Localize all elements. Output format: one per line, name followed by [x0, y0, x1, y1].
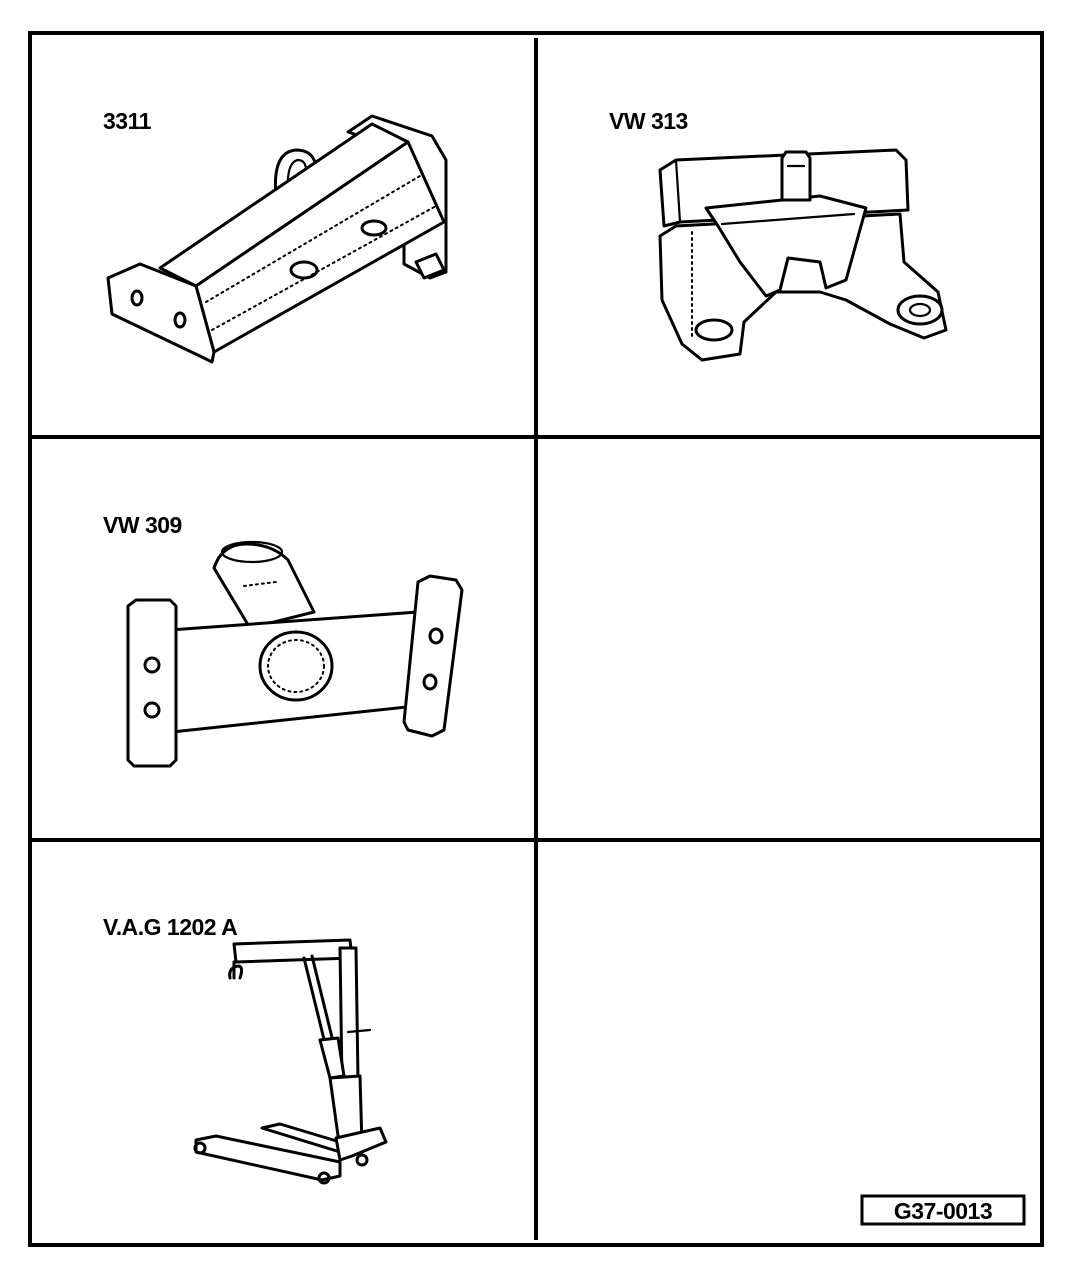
engine-support-bracket-icon [658, 148, 948, 362]
figure-reference-box: G37-0013 [860, 1194, 1026, 1226]
tool-cell-vw-309: VW 309 [103, 512, 464, 768]
tool-cell-vw-313: VW 313 [609, 108, 948, 362]
figure-reference-code: G37-0013 [894, 1198, 992, 1224]
tool-cell-vag-1202-a: V.A.G 1202 A [103, 914, 388, 1185]
tool-label-3311: 3311 [103, 108, 152, 134]
tool-label-vw-313: VW 313 [609, 108, 688, 134]
figure-frame [28, 31, 1044, 1247]
workshop-crane-icon [193, 938, 388, 1185]
engine-holding-plate-icon [126, 540, 464, 768]
tool-label-vw-309: VW 309 [103, 512, 182, 538]
holding-fixture-icon [106, 114, 448, 364]
tool-cell-3311: 3311 [103, 108, 448, 364]
tool-label-vag-1202-a: V.A.G 1202 A [103, 914, 237, 940]
